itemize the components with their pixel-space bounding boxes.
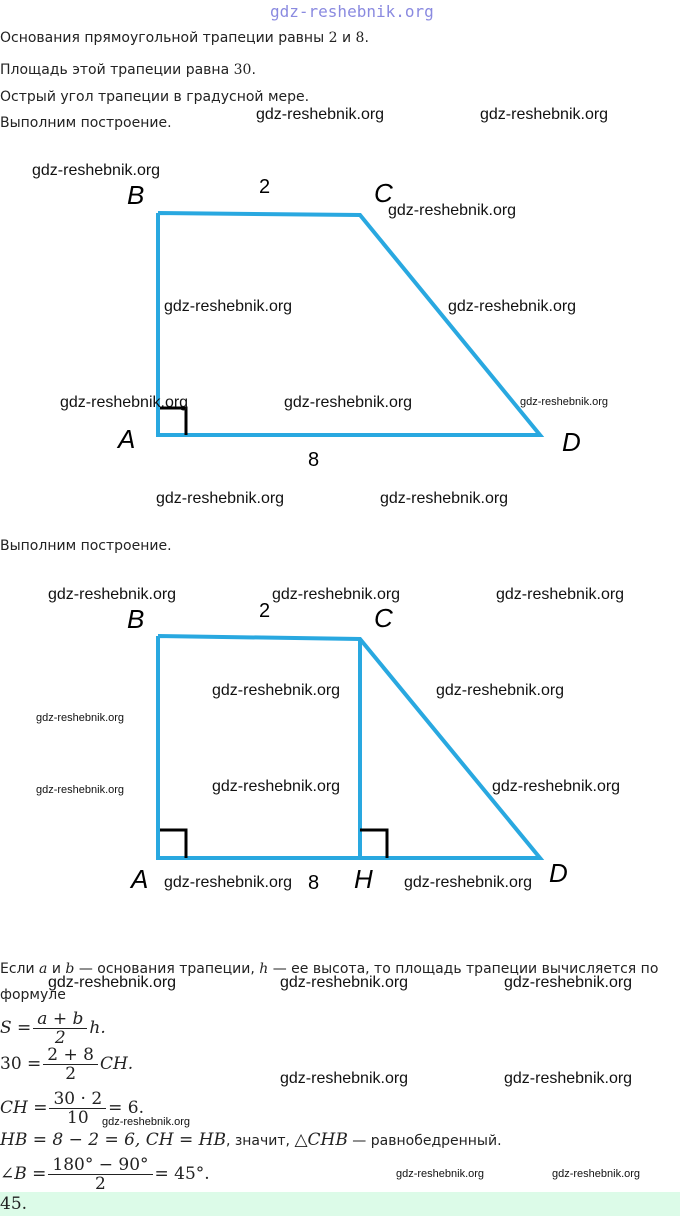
right-angle-mark-h [360, 828, 389, 858]
vertex-c-label: C [374, 603, 393, 633]
vertex-a-label: A [118, 424, 136, 454]
trapezoid-1 [156, 211, 545, 437]
watermark: gdz-reshebnik.org [212, 778, 341, 795]
figure-2 [156, 634, 545, 860]
watermark: gdz-reshebnik.org [504, 974, 633, 991]
watermark: gdz-reshebnik.org [492, 778, 621, 795]
watermark: gdz-reshebnik.org [36, 712, 125, 724]
watermark: gdz-reshebnik.org [164, 298, 293, 315]
watermark: gdz-reshebnik.org [272, 586, 401, 603]
watermark: gdz-reshebnik.org [256, 106, 385, 123]
vertex-b-label: B [127, 604, 145, 634]
problem-line-1: Основания прямоугольной трапеции равны 2… [0, 30, 369, 46]
vertex-b-label: B [127, 180, 145, 210]
watermark: gdz-reshebnik.org [32, 162, 161, 179]
watermark: gdz-reshebnik.org [280, 1070, 409, 1087]
watermark: gdz-reshebnik.org [448, 298, 577, 315]
solution-intro-2: формуле [0, 987, 66, 1003]
vertex-a-label: A [131, 864, 149, 894]
watermark: gdz-reshebnik.org [552, 1168, 641, 1180]
watermark: gdz-reshebnik.org [212, 682, 341, 699]
watermark: gdz-reshebnik.org [270, 2, 434, 21]
watermark: gdz-reshebnik.org [284, 394, 413, 411]
bottom-base-label: 8 [308, 872, 320, 894]
watermark: gdz-reshebnik.org [60, 394, 189, 411]
formula-angle: ∠B =180° − 90°2= 45°. [0, 1155, 210, 1194]
watermark: gdz-reshebnik.org [504, 1070, 633, 1087]
watermark: gdz-reshebnik.org [496, 586, 625, 603]
watermark: gdz-reshebnik.org [48, 586, 177, 603]
watermark: gdz-reshebnik.org [156, 490, 285, 507]
watermark: gdz-reshebnik.org [102, 1116, 191, 1128]
construction-text: Выполним построение. [0, 538, 172, 554]
vertex-h-label: H [354, 864, 373, 894]
watermark: gdz-reshebnik.org [396, 1168, 485, 1180]
right-angle-mark-a2 [160, 828, 188, 858]
formula-hb: HB = 8 − 2 = 6, CH = HB, значит, △CHB — … [0, 1130, 502, 1150]
solution-intro: Если a и b — основания трапеции, h — ее … [0, 961, 659, 977]
watermark: gdz-reshebnik.org [280, 974, 409, 991]
watermark: gdz-reshebnik.org [404, 874, 533, 891]
watermark: gdz-reshebnik.org [48, 974, 177, 991]
problem-line-3: Острый угол трапеции в градусной мере. [0, 89, 310, 105]
problem-line-2: Площадь этой трапеции равна 30. [0, 62, 256, 78]
watermark: gdz-reshebnik.org [436, 682, 565, 699]
vertex-d-label: D [562, 427, 581, 457]
bottom-base-label: 8 [308, 449, 320, 471]
watermark: gdz-reshebnik.org [520, 396, 609, 408]
top-base-label: 2 [259, 176, 271, 198]
problem-line-4: Выполним построение. [0, 115, 172, 131]
top-base-label: 2 [259, 600, 271, 622]
answer-box: 45. [0, 1192, 680, 1216]
figure-1 [156, 211, 545, 437]
watermark: gdz-reshebnik.org [388, 202, 517, 219]
trapezoid-2 [156, 634, 545, 860]
watermark: gdz-reshebnik.org [380, 490, 509, 507]
vertex-d-label: D [549, 858, 568, 888]
right-angle-mark-a [160, 406, 188, 435]
watermark: gdz-reshebnik.org [36, 784, 125, 796]
vertex-c-label: C [374, 178, 393, 208]
watermark: gdz-reshebnik.org [164, 874, 293, 891]
watermark: gdz-reshebnik.org [480, 106, 609, 123]
